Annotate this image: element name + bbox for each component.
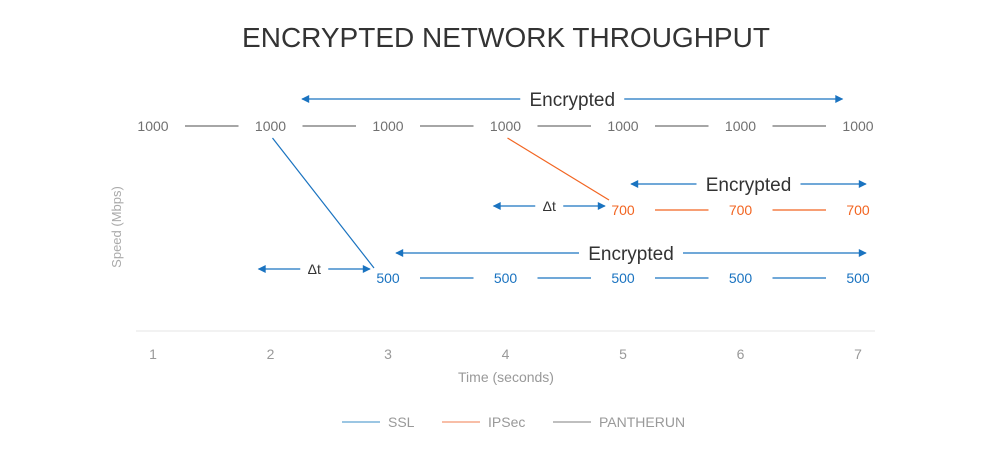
annotation-label: Δt xyxy=(308,261,321,277)
legend-item-ipsec: IPSec xyxy=(442,414,525,430)
x-tick-label: 2 xyxy=(267,346,275,362)
annotation-label: Encrypted xyxy=(588,244,674,265)
data-label: 700 xyxy=(846,202,870,218)
x-tick-label: 7 xyxy=(854,346,862,362)
data-label: 700 xyxy=(611,202,635,218)
annotation-label: Δt xyxy=(543,198,556,214)
encrypted-range-annotation: Encrypted xyxy=(630,175,867,196)
data-label: 1000 xyxy=(607,118,638,134)
series-pantherun: 1000 1000 1000 1000 1000 1000 1000 xyxy=(137,118,873,134)
legend-label: SSL xyxy=(388,414,415,430)
data-label: 500 xyxy=(376,270,400,286)
legend-item-pantherun: PANTHERUN xyxy=(553,414,685,430)
data-label: 1000 xyxy=(842,118,873,134)
series-drop-segment xyxy=(272,137,375,269)
data-label: 1000 xyxy=(490,118,521,134)
legend-item-ssl: SSL xyxy=(342,414,415,430)
data-label: 500 xyxy=(611,270,635,286)
series-ssl: 500 500 500 500 500 xyxy=(272,137,870,286)
x-tick-label: 5 xyxy=(619,346,627,362)
x-tick-label: 3 xyxy=(384,346,392,362)
x-tick-label: 6 xyxy=(737,346,745,362)
data-label: 500 xyxy=(846,270,870,286)
data-label: 1000 xyxy=(137,118,168,134)
x-tick-label: 1 xyxy=(149,346,157,362)
x-tick-label: 4 xyxy=(502,346,510,362)
delta-t-annotation: Δt xyxy=(492,198,606,214)
data-label: 1000 xyxy=(255,118,286,134)
y-axis-label: Speed (Mbps) xyxy=(109,186,124,268)
data-label: 500 xyxy=(729,270,753,286)
x-axis-label: Time (seconds) xyxy=(458,369,554,385)
annotation-label: Encrypted xyxy=(529,90,615,111)
data-label: 500 xyxy=(494,270,518,286)
chart-title: ENCRYPTED NETWORK THROUGHPUT xyxy=(242,22,770,53)
data-label: 1000 xyxy=(372,118,403,134)
data-label: 700 xyxy=(729,202,753,218)
legend-label: PANTHERUN xyxy=(599,414,685,430)
legend-label: IPSec xyxy=(488,414,525,430)
delta-t-annotation: Δt xyxy=(257,261,371,277)
encrypted-range-annotation: Encrypted xyxy=(301,90,844,111)
encrypted-range-annotation: Encrypted xyxy=(395,244,867,265)
data-label: 1000 xyxy=(725,118,756,134)
series-ipsec: 700 700 700 xyxy=(507,137,870,218)
annotation-label: Encrypted xyxy=(706,175,792,196)
series-drop-segment xyxy=(507,137,610,201)
